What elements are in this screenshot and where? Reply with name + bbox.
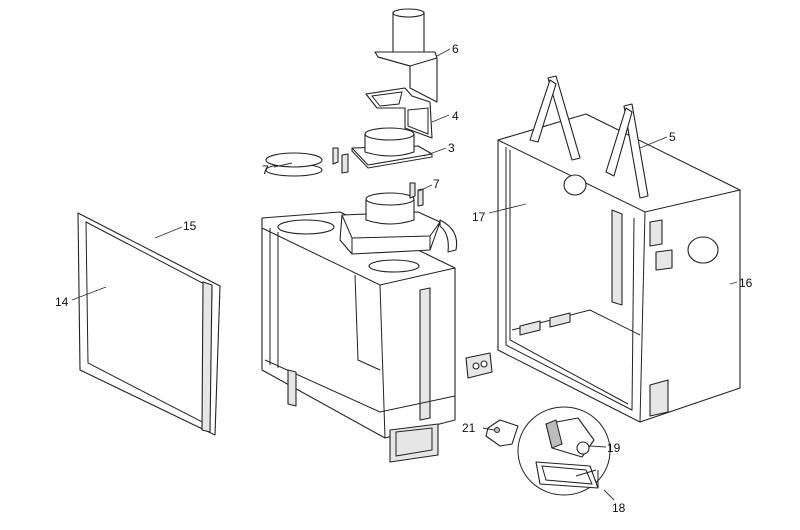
- switch-part: [485, 419, 519, 447]
- callout-19: 19: [607, 441, 621, 455]
- callout-4: 4: [452, 109, 459, 123]
- callout-16: 16: [739, 276, 753, 290]
- callout-5: 5: [669, 130, 676, 144]
- callout-3: 3: [448, 141, 455, 155]
- firebox-part: [261, 182, 458, 463]
- leader-lines: [71, 48, 738, 501]
- collar-plate-part: [351, 127, 433, 169]
- callout-17: 17: [472, 210, 486, 224]
- callout-7-right: 7: [433, 177, 440, 191]
- glass-door-part: [77, 212, 221, 436]
- callout-15: 15: [183, 219, 197, 233]
- callout-6: 6: [452, 42, 459, 56]
- outer-cabinet-part: [497, 75, 741, 423]
- blower-assembly-part: [517, 406, 611, 496]
- callout-21: 21: [462, 421, 476, 435]
- bracket-frame-part: [365, 87, 433, 139]
- flue-collar-part: [374, 8, 438, 103]
- callout-18: 18: [612, 501, 626, 515]
- callout-14: 14: [55, 295, 69, 309]
- damper-part-left: [265, 147, 349, 177]
- receptacle-part: [465, 352, 493, 379]
- callout-7-left: 7: [262, 163, 269, 177]
